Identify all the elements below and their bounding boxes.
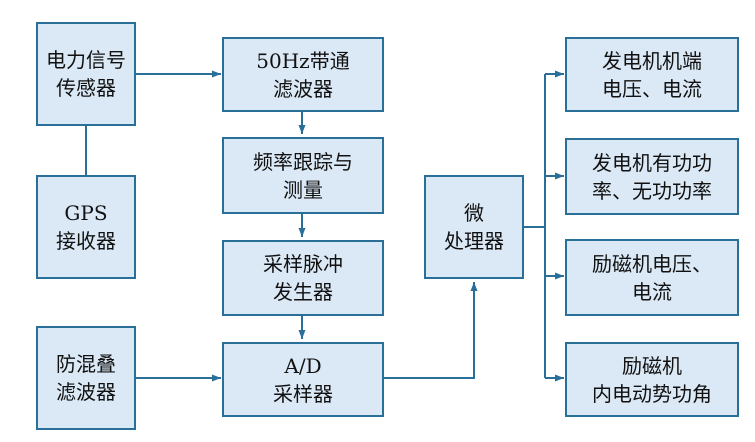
anti-alias-filter-block: 防混叠 滤波器 xyxy=(36,326,136,430)
ad-sampler-block: A/D 采样器 xyxy=(222,342,384,417)
generator-terminal-output-block: 发电机机端 电压、电流 xyxy=(565,37,739,112)
bandpass-filter-block: 50Hz带通 滤波器 xyxy=(222,37,384,112)
exciter-output-block: 励磁机电压、 电流 xyxy=(565,239,739,316)
emf-power-angle-output-block: 励磁机 内电动势功角 xyxy=(565,342,739,417)
power-signal-sensor-block: 电力信号 传感器 xyxy=(36,22,136,126)
gps-receiver-block: GPS 接收器 xyxy=(36,175,136,279)
sampling-pulse-generator-block: 采样脉冲 发生器 xyxy=(222,240,384,316)
microprocessor-block: 微 处理器 xyxy=(424,175,524,279)
ad-to-mcu-arrow xyxy=(384,282,478,379)
generator-power-output-block: 发电机有功功 率、无功功率 xyxy=(565,138,739,215)
frequency-tracking-block: 频率跟踪与 测量 xyxy=(222,137,384,214)
